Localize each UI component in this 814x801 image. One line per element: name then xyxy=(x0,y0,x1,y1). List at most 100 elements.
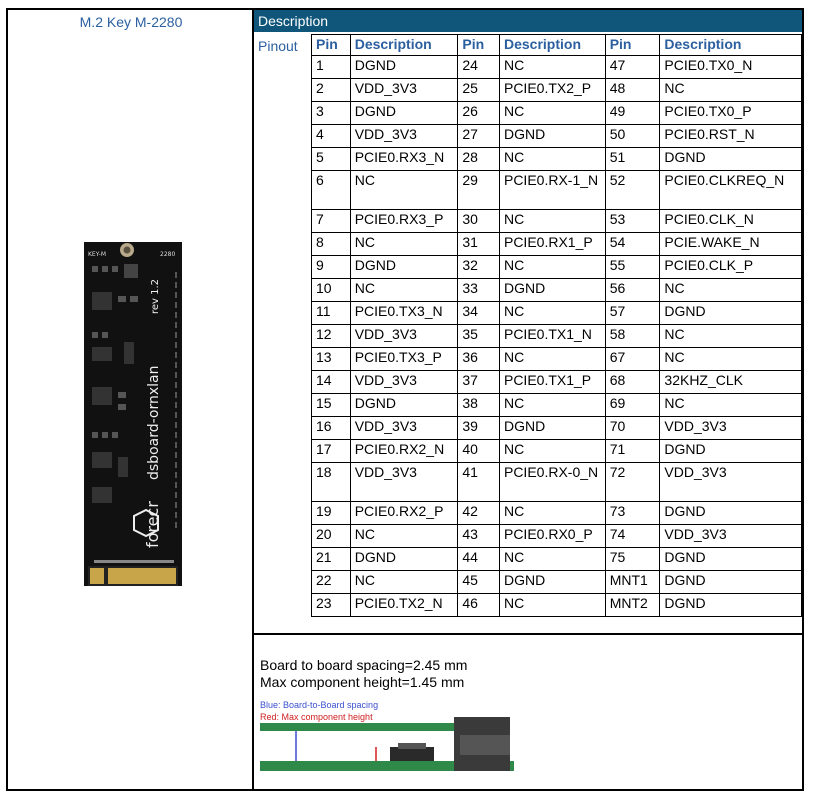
pin-cell: 52 xyxy=(604,170,661,210)
description-cell: NC xyxy=(498,547,606,571)
pin-cell: 10 xyxy=(311,278,351,302)
description-cell: NC xyxy=(498,101,606,125)
description-cell: NC xyxy=(349,278,459,302)
key-label: KEY-M xyxy=(88,251,106,258)
pin-cell: 4 xyxy=(311,124,351,148)
description-cell: PCIE0.CLK_P xyxy=(659,255,802,279)
connector-panel: M.2 Key M-2280 KEY-M 2280 xyxy=(8,10,254,789)
description-cell: DGND xyxy=(349,55,459,79)
description-cell: VDD_3V3 xyxy=(349,124,459,148)
description-cell: NC xyxy=(349,170,459,210)
header-pin-2: Pin xyxy=(457,34,500,56)
description-cell: NC xyxy=(498,347,606,371)
description-cell: PCIE0.TX1_N xyxy=(498,324,606,348)
description-cell: DGND xyxy=(659,301,802,325)
description-cell: PCIE0.TX0_P xyxy=(659,101,802,125)
pin-cell: 33 xyxy=(457,278,500,302)
description-cell: NC xyxy=(498,393,606,417)
description-cell: PCIE0.RX2_N xyxy=(349,439,459,463)
description-cell: VDD_3V3 xyxy=(349,462,459,502)
pin-cell: 55 xyxy=(604,255,661,279)
description-cell: DGND xyxy=(349,101,459,125)
pinout-table: Pin Description Pin Description Pin Desc… xyxy=(311,34,802,617)
pin-cell: 45 xyxy=(457,570,500,594)
pin-cell: MNT2 xyxy=(604,593,661,617)
header-pin-3: Pin xyxy=(604,34,661,56)
pin-cell: 44 xyxy=(457,547,500,571)
description-cell: DGND xyxy=(498,278,606,302)
description-cell: PCIE.WAKE_N xyxy=(659,232,802,256)
header-description-2: Description xyxy=(498,34,606,56)
description-cell: NC xyxy=(498,501,606,525)
pin-cell: 34 xyxy=(457,301,500,325)
pin-cell: MNT1 xyxy=(604,570,661,594)
pin-cell: 8 xyxy=(311,232,351,256)
description-cell: VDD_3V3 xyxy=(349,416,459,440)
pin-cell: 46 xyxy=(457,593,500,617)
pin-cell: 72 xyxy=(604,462,661,502)
description-cell: PCIE0.TX2_N xyxy=(349,593,459,617)
pin-cell: 5 xyxy=(311,147,351,171)
pin-cell: 22 xyxy=(311,570,351,594)
header-pin-1: Pin xyxy=(311,34,351,56)
pin-cell: 40 xyxy=(457,439,500,463)
pin-cell: 70 xyxy=(604,416,661,440)
description-cell: 32KHZ_CLK xyxy=(659,370,802,394)
description-cell: PCIE0.TX2_P xyxy=(498,78,606,102)
description-cell: PCIE0.TX1_P xyxy=(498,370,606,394)
pin-cell: 37 xyxy=(457,370,500,394)
description-cell: VDD_3V3 xyxy=(349,370,459,394)
pin-cell: 26 xyxy=(457,101,500,125)
description-cell: PCIE0.RX3_P xyxy=(349,209,459,233)
description-cell: PCIE0.TX3_N xyxy=(349,301,459,325)
pin-cell: 18 xyxy=(311,462,351,502)
description-cell: DGND xyxy=(659,547,802,571)
size-label: 2280 xyxy=(160,251,175,258)
description-cell: NC xyxy=(659,324,802,348)
pin-cell: 23 xyxy=(311,593,351,617)
board-side-view-image xyxy=(260,717,514,771)
pin-cell: 67 xyxy=(604,347,661,371)
description-cell: DGND xyxy=(659,570,802,594)
component-height-text: Max component height=1.45 mm xyxy=(260,674,465,690)
description-cell: PCIE0.RX3_N xyxy=(349,147,459,171)
connector-title: M.2 Key M-2280 xyxy=(79,14,183,30)
spacing-section: Board to board spacing=2.45 mm Max compo… xyxy=(254,633,802,791)
pin-cell: 42 xyxy=(457,501,500,525)
rev-label: rev 1.2 xyxy=(150,279,161,314)
pin-cell: 20 xyxy=(311,524,351,548)
pin-cell: 21 xyxy=(311,547,351,571)
board-spacing-text: Board to board spacing=2.45 mm xyxy=(260,657,468,673)
pin-cell: 50 xyxy=(604,124,661,148)
pin-cell: 7 xyxy=(311,209,351,233)
description-cell: PCIE0.RX-1_N xyxy=(498,170,606,210)
pin-cell: 12 xyxy=(311,324,351,348)
pin-cell: 53 xyxy=(604,209,661,233)
description-cell: PCIE0.CLKREQ_N xyxy=(659,170,802,210)
table-header-row: Pin Description Pin Description Pin Desc… xyxy=(311,34,802,56)
pin-cell: 6 xyxy=(311,170,351,210)
pin-cell: 54 xyxy=(604,232,661,256)
pin-cell: 41 xyxy=(457,462,500,502)
header-description-1: Description xyxy=(349,34,459,56)
pin-cell: 11 xyxy=(311,301,351,325)
description-cell: NC xyxy=(349,524,459,548)
description-cell: NC xyxy=(498,439,606,463)
pin-cell: 43 xyxy=(457,524,500,548)
pinout-document: M.2 Key M-2280 KEY-M 2280 xyxy=(6,8,804,791)
description-cell: NC xyxy=(659,347,802,371)
description-cell: PCIE0.TX0_N xyxy=(659,55,802,79)
description-cell: DGND xyxy=(498,124,606,148)
pin-cell: 36 xyxy=(457,347,500,371)
pin-cell: 28 xyxy=(457,147,500,171)
description-cell: PCIE0.TX3_P xyxy=(349,347,459,371)
description-cell: NC xyxy=(498,209,606,233)
